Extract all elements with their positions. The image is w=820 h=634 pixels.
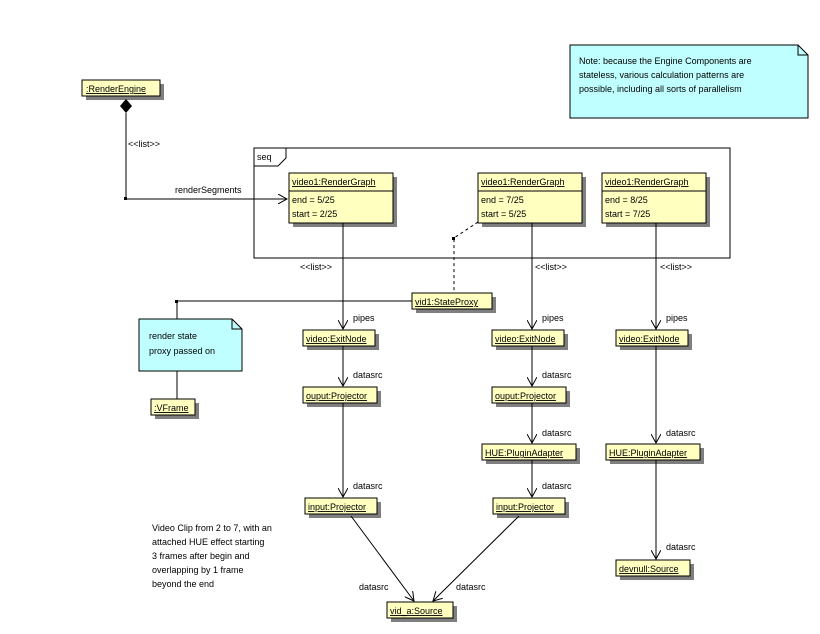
render-graph-2-start: start = 5/25 bbox=[481, 209, 526, 219]
input-projector-1-label: input:Projector bbox=[308, 502, 366, 512]
render-engine-label: :RenderEngine bbox=[86, 84, 146, 94]
list-label-3: <<list>> bbox=[660, 262, 692, 272]
caption-line-4: overlapping by 1 frame bbox=[152, 565, 244, 575]
list-label-2: <<list>> bbox=[535, 262, 567, 272]
proxy-note: render state proxy passed on bbox=[138, 318, 243, 372]
datasrc-label-1b: datasrc bbox=[353, 481, 383, 491]
datasrc-link-source-2[interactable] bbox=[433, 515, 520, 601]
top-note-line-1: Note: because the Engine Components are bbox=[579, 56, 752, 66]
caption-line-1: Video Clip from 2 to 7, with an bbox=[152, 523, 272, 533]
state-proxy-object[interactable]: vid1:StateProxy bbox=[411, 292, 496, 313]
composition-diamond-icon bbox=[120, 99, 132, 113]
datasrc-label-2b: datasrc bbox=[542, 428, 572, 438]
state-proxy-label: vid1:StateProxy bbox=[415, 297, 479, 307]
plugin-adapter-1-label: HUE:PluginAdapter bbox=[485, 448, 563, 458]
render-graph-1-start: start = 2/25 bbox=[292, 209, 337, 219]
input-projector-2-label: input:Projector bbox=[496, 502, 554, 512]
exit-node-1-label: video:ExitNode bbox=[306, 334, 367, 344]
datasrc-label-3b: datasrc bbox=[666, 542, 696, 552]
top-note: Note: because the Engine Components are … bbox=[569, 44, 809, 119]
output-projector-2[interactable]: ouput:Projector bbox=[491, 386, 570, 407]
datasrc-label-2c: datasrc bbox=[542, 481, 572, 491]
vid-a-source-object[interactable]: vid_a:Source bbox=[386, 601, 457, 622]
exit-node-1[interactable]: video:ExitNode bbox=[302, 329, 379, 350]
vframe-object[interactable]: :VFrame bbox=[150, 398, 199, 419]
exit-node-3[interactable]: video:ExitNode bbox=[615, 329, 692, 350]
pipes-label-1: pipes bbox=[353, 313, 375, 323]
render-graph-1-end: end = 5/25 bbox=[292, 195, 335, 205]
list-stereotype-label: <<list>> bbox=[128, 139, 160, 149]
render-segments-label: renderSegments bbox=[175, 185, 242, 195]
vid-a-source-label: vid_a:Source bbox=[390, 606, 443, 616]
exit-node-2-label: video:ExitNode bbox=[495, 334, 556, 344]
seq-frame: seq bbox=[253, 147, 731, 259]
render-graph-3[interactable]: video1:RenderGraph end = 8/25 start = 7/… bbox=[601, 172, 710, 227]
render-graph-1[interactable]: video1:RenderGraph end = 5/25 start = 2/… bbox=[288, 172, 397, 227]
datasrc-link-source-1[interactable] bbox=[350, 515, 414, 601]
datasrc-label-2a: datasrc bbox=[542, 370, 572, 380]
seq-label: seq bbox=[257, 152, 272, 162]
diagram-caption: Video Clip from 2 to 7, with an attached… bbox=[152, 523, 272, 589]
list-label-1: <<list>> bbox=[300, 262, 332, 272]
plugin-adapter-1[interactable]: HUE:PluginAdapter bbox=[481, 443, 580, 464]
render-graph-2-end: end = 7/25 bbox=[481, 195, 524, 205]
render-graph-2-name: video1:RenderGraph bbox=[481, 177, 565, 187]
proxy-note-line-2: proxy passed on bbox=[149, 346, 215, 356]
render-engine-object[interactable]: :RenderEngine bbox=[81, 79, 164, 100]
datasrc-label-1a: datasrc bbox=[353, 370, 383, 380]
plugin-adapter-2[interactable]: HUE:PluginAdapter bbox=[605, 443, 704, 464]
pipes-label-3: pipes bbox=[666, 313, 688, 323]
pipes-label-2: pipes bbox=[542, 313, 564, 323]
vframe-label: :VFrame bbox=[154, 403, 189, 413]
render-graph-3-start: start = 7/25 bbox=[605, 209, 650, 219]
render-graph-3-end: end = 8/25 bbox=[605, 195, 648, 205]
caption-line-3: 3 frames after begin and bbox=[152, 551, 250, 561]
datasrc-label-3a: datasrc bbox=[666, 428, 696, 438]
datasrc-label-source-2: datasrc bbox=[456, 582, 486, 592]
render-graph-3-name: video1:RenderGraph bbox=[605, 177, 689, 187]
top-note-line-3: possible, including all sorts of paralle… bbox=[579, 84, 742, 94]
datasrc-label-source-1: datasrc bbox=[359, 582, 389, 592]
exit-node-3-label: video:ExitNode bbox=[619, 334, 680, 344]
exit-node-2[interactable]: video:ExitNode bbox=[491, 329, 568, 350]
plugin-adapter-2-label: HUE:PluginAdapter bbox=[609, 448, 687, 458]
render-graph-2[interactable]: video1:RenderGraph end = 7/25 start = 5/… bbox=[477, 172, 586, 227]
render-graph-1-name: video1:RenderGraph bbox=[292, 177, 376, 187]
devnull-source-label: devnull:Source bbox=[619, 564, 679, 574]
input-projector-2[interactable]: input:Projector bbox=[492, 497, 569, 518]
caption-line-2: attached HUE effect starting bbox=[152, 537, 264, 547]
output-projector-2-label: ouput:Projector bbox=[495, 391, 556, 401]
caption-line-5: beyond the end bbox=[152, 579, 214, 589]
output-projector-1-label: ouput:Projector bbox=[306, 391, 367, 401]
devnull-source-object[interactable]: devnull:Source bbox=[615, 559, 694, 580]
input-projector-1[interactable]: input:Projector bbox=[304, 497, 381, 518]
state-proxy-note-link bbox=[176, 300, 412, 319]
output-projector-1[interactable]: ouput:Projector bbox=[302, 386, 381, 407]
proxy-note-line-1: render state bbox=[149, 331, 197, 341]
top-note-line-2: stateless, various calculation patterns … bbox=[579, 70, 744, 80]
